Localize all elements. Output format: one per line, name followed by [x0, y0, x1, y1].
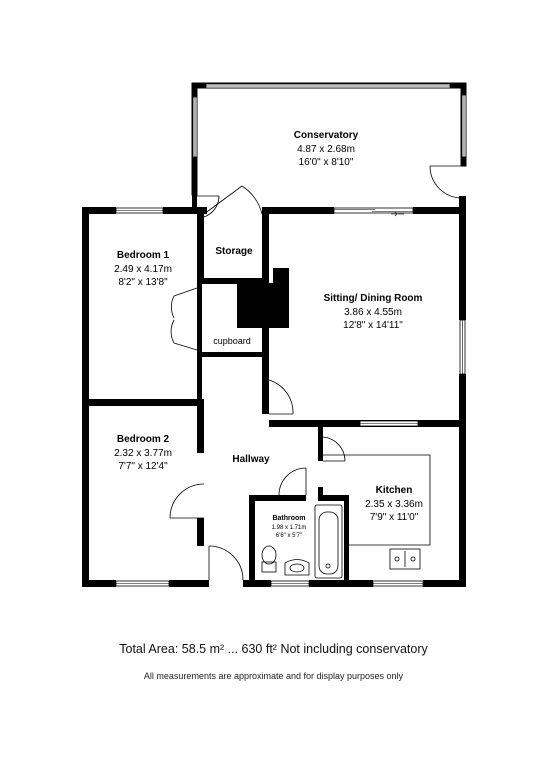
room-name: cupboard: [213, 336, 251, 346]
room-name: Storage: [215, 246, 253, 257]
label-conservatory: Conservatory 4.87 x 2.68m 16'0" x 8'10": [294, 130, 359, 168]
room-imperial: 6'6" x 5'7": [276, 533, 302, 539]
room-name: Bathroom: [272, 515, 305, 522]
main-walls: [82, 195, 466, 587]
label-bedroom1: Bedroom 1 2.49 x 4.17m 8'2" x 13'8": [114, 250, 172, 288]
room-metric: 2.49 x 4.17m: [114, 264, 172, 275]
room-metric: 2.32 x 3.77m: [114, 448, 172, 459]
room-imperial: 8'2" x 13'8": [118, 277, 168, 288]
room-name: Kitchen: [376, 485, 413, 496]
label-bedroom2: Bedroom 2 2.32 x 3.77m 7'7" x 12'4": [114, 434, 172, 472]
room-imperial: 12'8" x 14'11": [343, 320, 403, 331]
room-name: Bedroom 2: [117, 434, 170, 445]
room-name: Sitting/ Dining Room: [324, 293, 423, 304]
room-metric: 1.98 x 1.71m: [272, 525, 307, 531]
room-imperial: 7'9" x 11'0": [370, 512, 419, 523]
room-metric: 2.35 x 3.36m: [365, 499, 423, 510]
room-name: Hallway: [232, 454, 270, 465]
room-metric: 3.86 x 4.55m: [344, 307, 402, 318]
label-sitting: Sitting/ Dining Room 3.86 x 4.55m 12'8" …: [324, 293, 423, 331]
bath-fixtures: [261, 504, 343, 579]
label-hallway: Hallway: [232, 454, 270, 465]
room-imperial: 7'7" x 12'4": [118, 461, 168, 472]
total-area: Total Area: 58.5 m² ... 630 ft² Not incl…: [119, 642, 428, 656]
disclaimer: All measurements are approximate and for…: [143, 671, 404, 681]
room-name: Conservatory: [294, 130, 359, 141]
room-name: Bedroom 1: [117, 250, 170, 261]
label-bathroom: Bathroom 1.98 x 1.71m 6'6" x 5'7": [272, 515, 307, 539]
room-imperial: 16'0" x 8'10": [299, 157, 354, 168]
label-storage: Storage: [215, 246, 253, 257]
room-metric: 4.87 x 2.68m: [297, 144, 355, 155]
label-cupboard: cupboard: [213, 336, 251, 346]
label-kitchen: Kitchen 2.35 x 3.36m 7'9" x 11'0": [365, 485, 423, 523]
conservatory-walls: [191, 82, 467, 199]
kitchen-units: [323, 454, 431, 570]
door-swings: [169, 185, 346, 581]
